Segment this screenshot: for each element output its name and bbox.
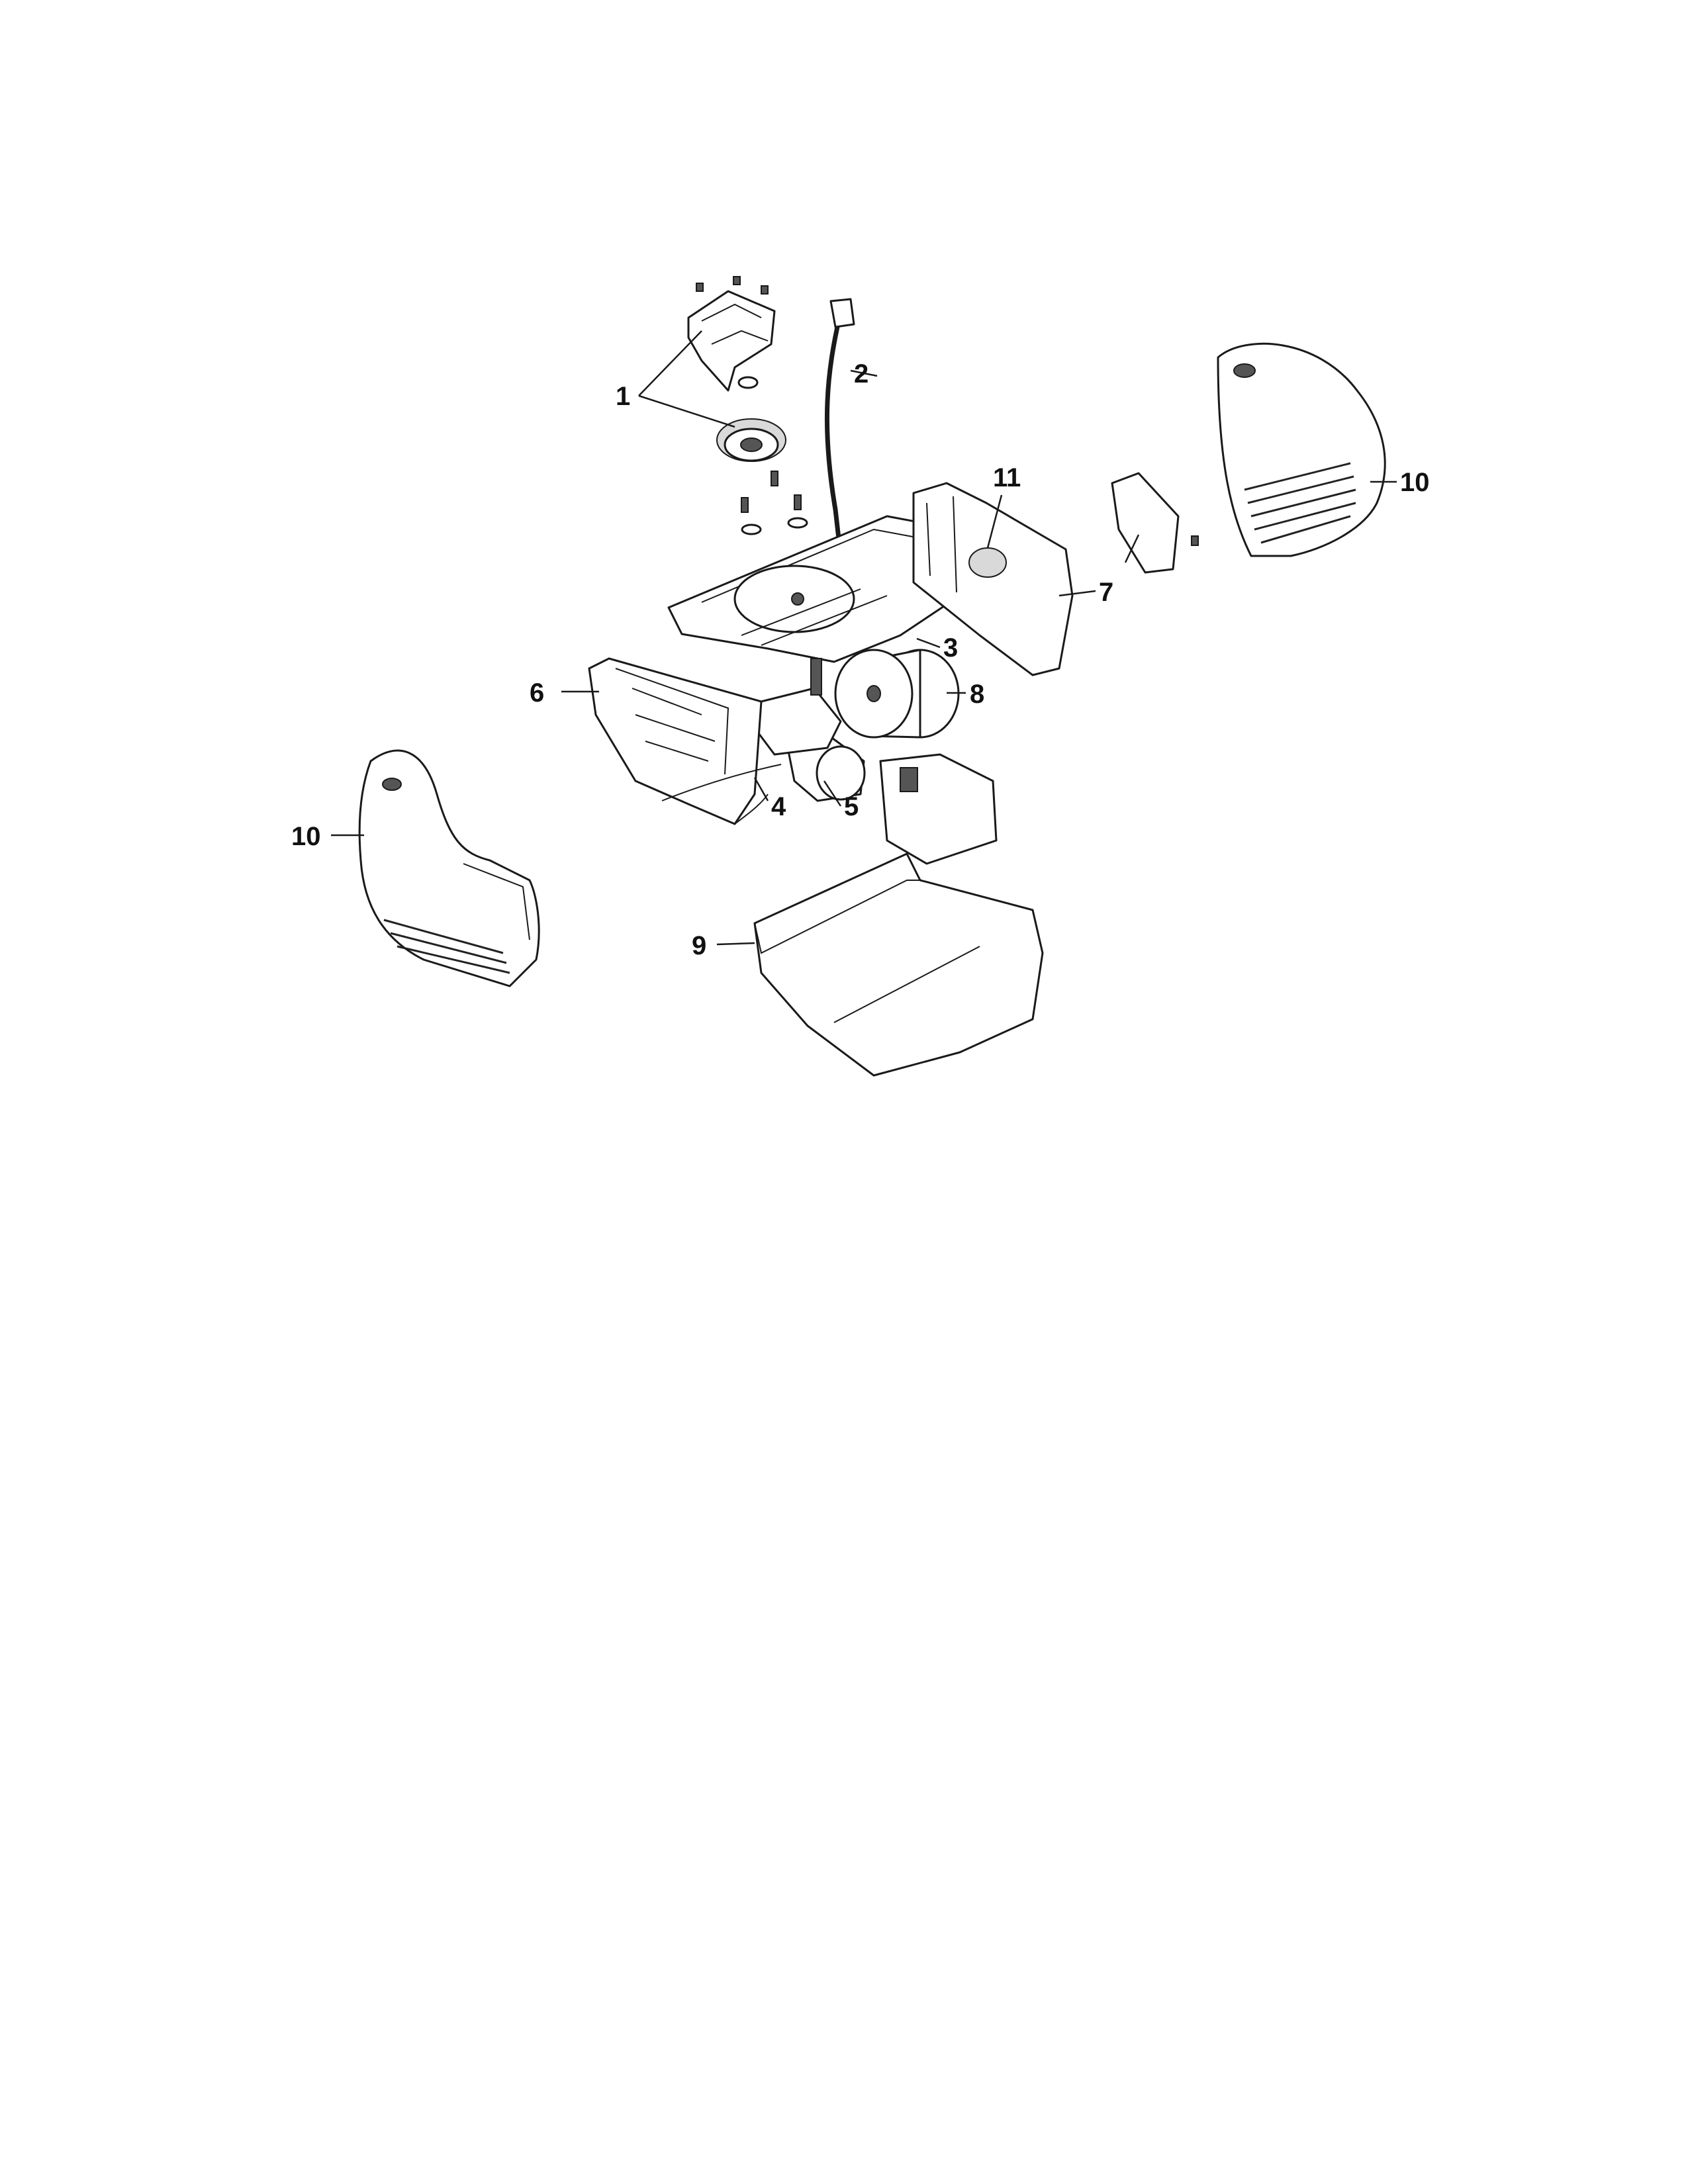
callout-9: 9 — [692, 931, 706, 960]
callout-5: 5 — [844, 792, 859, 821]
callout-11: 11 — [993, 463, 1021, 492]
drive-sprocket-part — [716, 418, 786, 462]
callout-6: 6 — [530, 678, 544, 707]
right-light-cover-part — [1217, 342, 1386, 557]
callout-1: 1 — [616, 382, 630, 411]
left-light-cover-part — [358, 749, 540, 987]
motor-part — [753, 658, 866, 802]
end-housing-part — [912, 482, 1074, 676]
logic-board-part — [588, 657, 782, 825]
leader-lines — [331, 330, 1397, 946]
hardware-screws-part — [741, 471, 808, 535]
callout-4: 4 — [771, 792, 786, 821]
power-cord-part — [824, 298, 855, 557]
callout-10-right: 10 — [1400, 468, 1430, 497]
callout-10-left: 10 — [291, 822, 321, 851]
chain-cover-part — [753, 753, 1044, 1077]
callout-8: 8 — [970, 680, 984, 709]
light-lens-cover-part — [1111, 472, 1199, 574]
sprocket-cover-part — [687, 276, 776, 392]
callout-3: 3 — [943, 633, 958, 662]
callout-7: 7 — [1099, 578, 1113, 607]
callout-2: 2 — [854, 359, 868, 388]
capacitor-part — [834, 649, 960, 739]
